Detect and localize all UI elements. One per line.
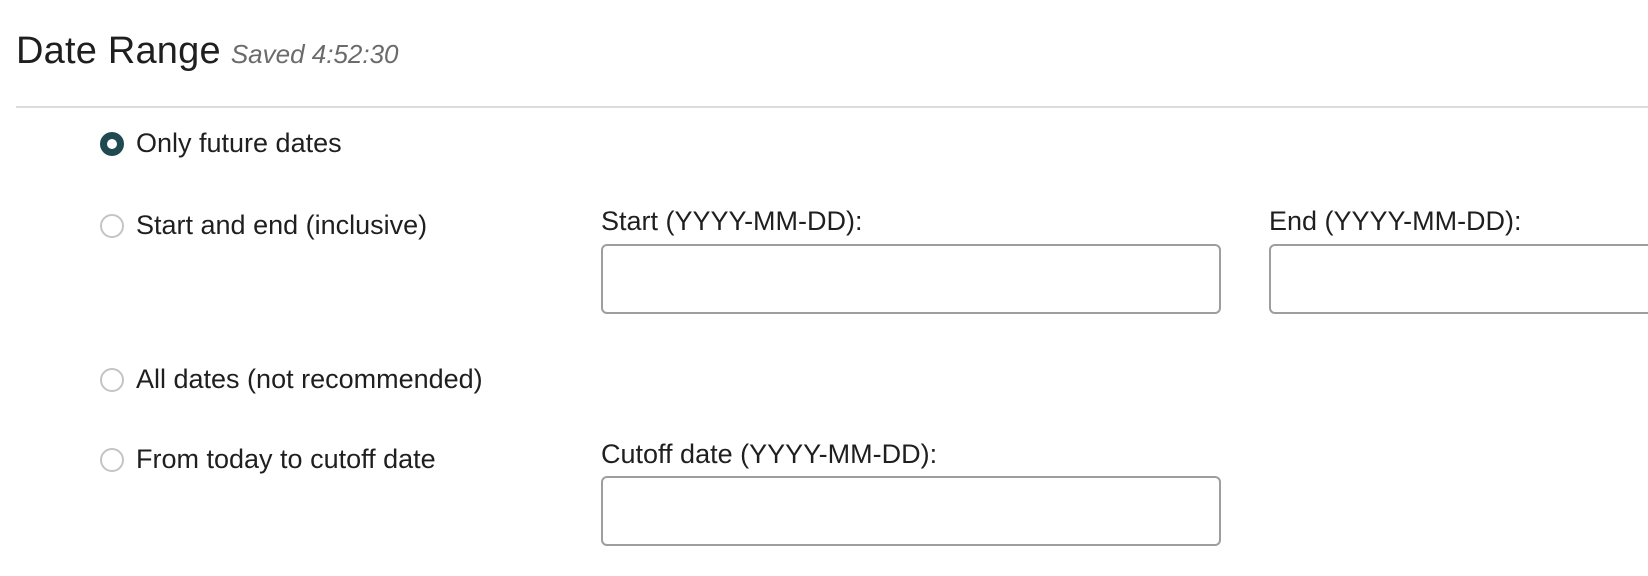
section-title: Date Range <box>16 30 221 72</box>
radio-label-today-to-cutoff: From today to cutoff date <box>136 444 436 474</box>
end-date-input[interactable] <box>1269 244 1648 314</box>
radio-option-all-dates[interactable]: All dates (not recommended) <box>100 364 483 395</box>
end-date-label: End (YYYY-MM-DD): <box>1269 206 1522 236</box>
cutoff-date-input[interactable] <box>601 476 1221 546</box>
section-header: Date Range Saved 4:52:30 <box>16 30 399 73</box>
cutoff-date-label: Cutoff date (YYYY-MM-DD): <box>601 439 938 469</box>
radio-option-today-to-cutoff[interactable]: From today to cutoff date <box>100 444 436 475</box>
radio-label-all-dates: All dates (not recommended) <box>136 364 483 394</box>
radio-label-only-future-dates: Only future dates <box>136 128 342 158</box>
radio-button-selected[interactable] <box>100 131 124 156</box>
start-date-input[interactable] <box>601 244 1221 314</box>
radio-button[interactable] <box>100 367 124 392</box>
saved-status: Saved 4:52:30 <box>230 39 399 69</box>
radio-label-start-and-end: Start and end (inclusive) <box>136 210 428 240</box>
start-date-label: Start (YYYY-MM-DD): <box>601 206 863 236</box>
radio-option-start-and-end[interactable]: Start and end (inclusive) <box>100 210 427 241</box>
radio-option-only-future-dates[interactable]: Only future dates <box>100 128 342 159</box>
header-divider <box>16 106 1648 108</box>
radio-button[interactable] <box>100 447 124 472</box>
radio-button[interactable] <box>100 213 124 238</box>
